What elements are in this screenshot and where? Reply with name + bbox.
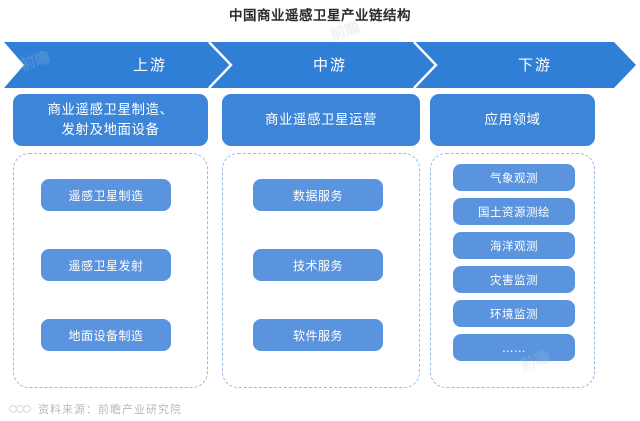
- column-header-line1: 应用领域: [484, 112, 541, 128]
- stage-label-downstream: 下游: [517, 56, 552, 74]
- column-header-midstream: 商业遥感卫星运营: [222, 94, 420, 146]
- source-text: 资料来源：前瞻产业研究院: [38, 403, 182, 416]
- page-title: 中国商业遥感卫星产业链结构: [229, 8, 411, 24]
- column-header-line1: 商业遥感卫星运营: [265, 112, 377, 128]
- column-header-upstream: 商业遥感卫星制造、 发射及地面设备: [13, 94, 208, 146]
- stage-label-upstream: 上游: [132, 56, 167, 74]
- column-body-downstream: 气象观测 国土资源测绘 海洋观测 灾害监测 环境监测 ……: [430, 153, 595, 388]
- source-footer: 资料来源：前瞻产业研究院: [8, 401, 182, 417]
- column-body-upstream: 遥感卫星制造 遥感卫星发射 地面设备制造: [13, 153, 208, 388]
- column-header-line2: 发射及地面设备: [61, 122, 160, 138]
- chip-item[interactable]: 技术服务: [253, 249, 383, 281]
- chip-item[interactable]: 数据服务: [253, 179, 383, 211]
- chip-item[interactable]: 遥感卫星制造: [41, 179, 171, 211]
- column-body-midstream: 数据服务 技术服务 软件服务: [222, 153, 420, 388]
- chip-item[interactable]: 环境监测: [453, 300, 575, 327]
- chip-item[interactable]: ……: [453, 334, 575, 361]
- chip-item[interactable]: 地面设备制造: [41, 319, 171, 351]
- column-upstream: 商业遥感卫星制造、 发射及地面设备 遥感卫星制造 遥感卫星发射 地面设备制造: [13, 94, 208, 388]
- stage-arrow-band: [4, 42, 636, 88]
- company-logo-icon: [8, 404, 32, 414]
- stage-label-midstream: 中游: [312, 56, 347, 74]
- chip-item[interactable]: 国土资源测绘: [453, 198, 575, 225]
- arrow-band-shape: [4, 42, 636, 88]
- column-header-downstream: 应用领域: [430, 94, 595, 146]
- chip-item[interactable]: 气象观测: [453, 164, 575, 191]
- column-downstream: 应用领域 气象观测 国土资源测绘 海洋观测 灾害监测 环境监测 ……: [430, 94, 595, 388]
- chip-item[interactable]: 遥感卫星发射: [41, 249, 171, 281]
- chip-item[interactable]: 灾害监测: [453, 266, 575, 293]
- column-header-line1: 商业遥感卫星制造、: [47, 102, 174, 118]
- chip-item[interactable]: 海洋观测: [453, 232, 575, 259]
- column-midstream: 商业遥感卫星运营 数据服务 技术服务 软件服务: [222, 94, 420, 388]
- chip-item[interactable]: 软件服务: [253, 319, 383, 351]
